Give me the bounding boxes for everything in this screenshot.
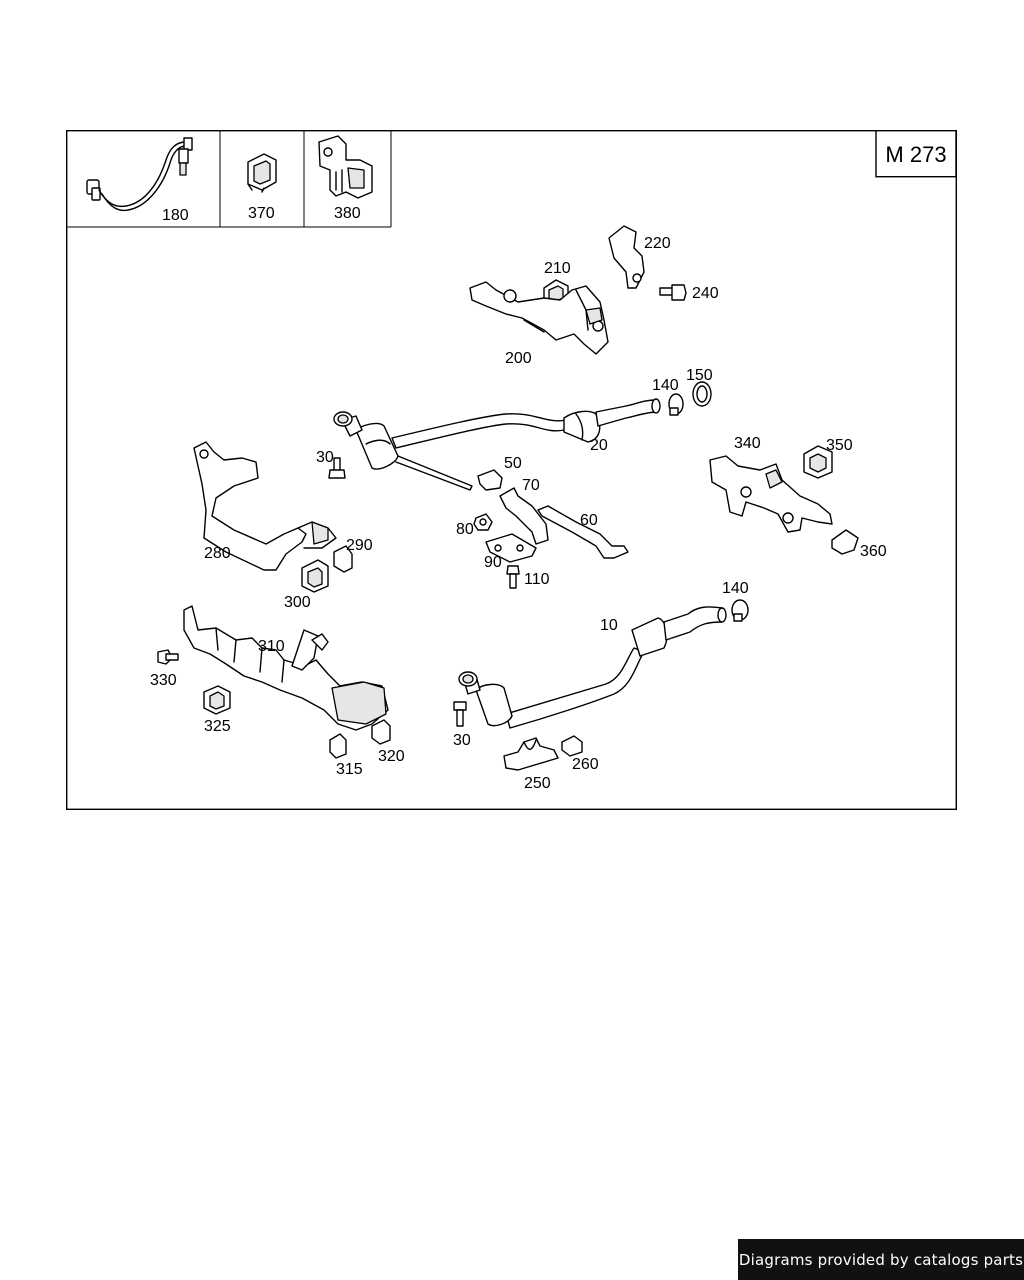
hanger-70-icon [499,487,549,545]
part-label-140-lower: 140 [722,580,749,597]
clip-300-icon [301,559,329,593]
footer-banner: Diagrams provided by catalogs parts [738,1239,1024,1280]
part-label-325: 325 [204,718,231,735]
clip-icon [247,153,277,193]
part-label-380: 380 [334,205,361,222]
clip-315-icon [329,733,347,759]
part-label-60: 60 [580,512,598,529]
part-label-10: 10 [600,617,618,634]
part-label-210: 210 [544,260,571,277]
part-label-220: 220 [644,235,671,252]
part-label-315: 315 [336,761,363,778]
part-label-30-lower: 30 [453,732,471,749]
part-label-320: 320 [378,748,405,765]
bracket-icon [318,135,373,199]
bracket-220-icon [608,225,645,289]
part-label-20: 20 [590,437,608,454]
engine-code-box: M 273 [875,130,957,178]
exhaust-pipe-20-icon [391,398,661,449]
part-label-290: 290 [346,537,373,554]
catalytic-converter-lower-icon [458,671,513,727]
catalytic-converter-upper-icon [333,411,473,491]
bolt-240-icon [659,284,687,301]
oxygen-sensor-icon [86,137,193,212]
part-label-250: 250 [524,775,551,792]
part-label-260: 260 [572,756,599,773]
part-label-50: 50 [504,455,522,472]
clip-350-icon [803,445,833,479]
part-label-330: 330 [150,672,177,689]
clamp-140-icon [668,393,684,416]
part-label-30-upper: 30 [316,449,334,466]
exhaust-pipe-10-icon [505,606,727,729]
clip-290-icon [333,545,353,573]
bolt-30-upper-icon [328,457,346,479]
part-label-240: 240 [692,285,719,302]
hanger-250-icon [503,737,559,771]
engine-code: M 273 [885,142,946,167]
part-label-180: 180 [162,207,189,224]
bolt-110-icon [506,565,520,589]
part-label-300: 300 [284,594,311,611]
clip-50-icon [477,469,503,491]
plate-90-icon [485,533,537,563]
part-label-280: 280 [204,545,231,562]
part-label-350: 350 [826,437,853,454]
bracket-280-icon [193,441,337,571]
part-label-140: 140 [652,377,679,394]
part-label-70: 70 [522,477,540,494]
clamp-140-lower-icon [731,599,749,622]
part-label-310: 310 [258,638,285,655]
part-label-370: 370 [248,205,275,222]
footer-text: Diagrams provided by catalogs parts [738,1250,1024,1269]
part-label-80: 80 [456,521,474,538]
exhaust-parts-diagram: M 273 180 370 380 220 210 [66,130,957,810]
clip-320-icon [371,719,391,745]
part-label-360: 360 [860,543,887,560]
bracket-200-icon [469,281,609,355]
header-row [66,130,392,228]
part-label-110: 110 [524,571,550,588]
part-label-150: 150 [686,367,713,384]
part-label-340: 340 [734,435,761,452]
clip-325-icon [203,685,231,715]
bolt-330-icon [157,649,179,665]
part-label-90: 90 [484,554,502,571]
nut-80-icon [473,513,493,531]
ring-150-icon [692,381,712,407]
hanger-60-icon [537,505,629,559]
clip-260-icon [561,735,583,757]
bracket-340-icon [709,455,833,533]
part-label-200: 200 [505,350,532,367]
bolt-30-lower-icon [453,701,467,727]
heat-shield-310-icon [183,605,389,731]
clip-360-icon [831,529,859,555]
